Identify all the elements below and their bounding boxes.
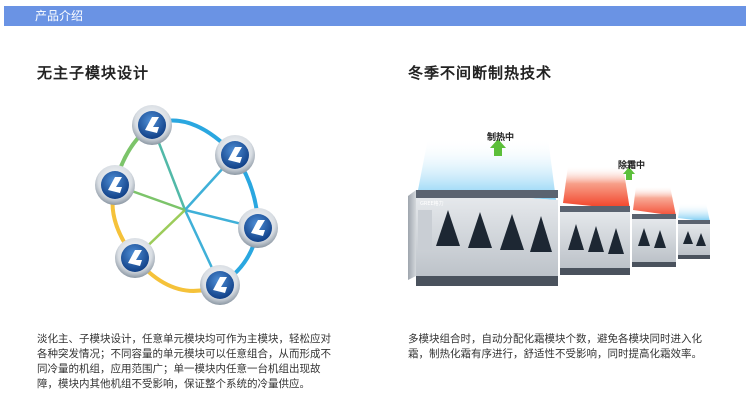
module-badge <box>115 238 155 278</box>
module-ring-diagram <box>95 105 278 305</box>
heating-airflow <box>418 138 556 200</box>
units-illustration: GREE格力 <box>408 138 710 286</box>
left-description: 淡化主、子模块设计，任意单元模块均可作为主模块，轻松应对各种突发情况；不同容量的… <box>37 333 331 390</box>
defrost-label: 除霜中 <box>618 161 646 171</box>
module-unit <box>678 220 710 259</box>
defrost-up-arrow <box>623 167 635 180</box>
heating-up-arrow <box>490 139 506 156</box>
defrost-airflow <box>563 166 630 210</box>
module-unit <box>560 206 630 275</box>
header-title: 产品介绍 <box>35 9 84 23</box>
module-badge <box>238 208 278 248</box>
heating-label: 制热中 <box>487 133 515 143</box>
unit-logo: GREE格力 <box>420 200 444 207</box>
module-unit <box>632 214 676 267</box>
right-section-title: 冬季不间断制热技术 <box>408 64 553 82</box>
module-badge <box>132 105 172 145</box>
left-section-title: 无主子模块设计 <box>37 64 150 82</box>
module-badge <box>95 165 135 205</box>
header-bar: 产品介绍 <box>4 6 746 26</box>
right-description: 多模块组合时，自动分配化霜模块个数，避免各模块同时进入化霜，制热化霜有序进行，舒… <box>408 333 702 360</box>
heating-airflow <box>678 203 710 222</box>
defrost-airflow <box>633 186 676 216</box>
module-badge <box>200 265 240 305</box>
module-unit: GREE格力 <box>408 190 558 286</box>
module-badge <box>215 135 255 175</box>
